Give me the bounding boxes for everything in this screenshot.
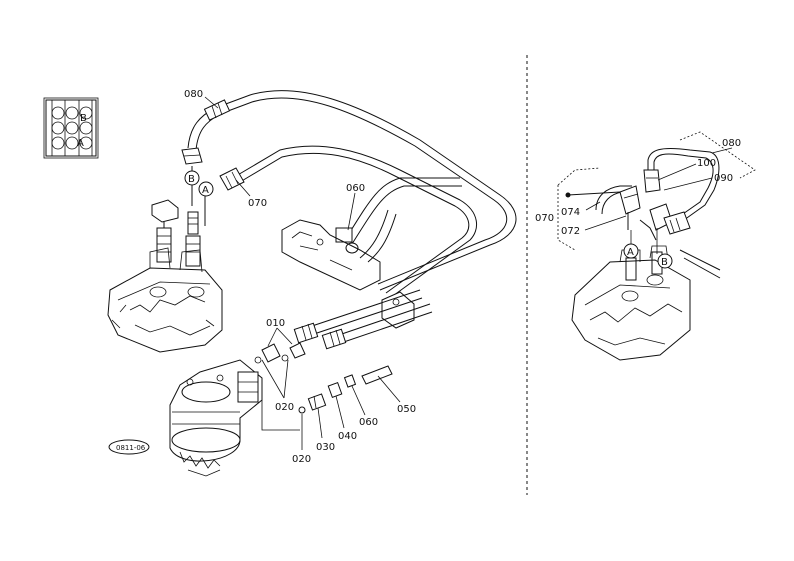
key-legend: B A (43, 97, 99, 159)
adapters-010 (254, 342, 306, 364)
left-fitting-stack-b (151, 166, 193, 263)
key-legend-a-label: A (77, 138, 84, 149)
hose-070-left (219, 145, 478, 299)
marker-b-left: B (184, 170, 200, 186)
callout-020-low: 020 (292, 454, 311, 465)
callout-030: 030 (316, 442, 335, 453)
callout-070-right: 070 (535, 213, 554, 224)
hose-bracket (281, 219, 381, 291)
marker-a-right: A (623, 243, 639, 259)
drawing-stamp: 0811-06 (108, 439, 150, 455)
marker-a-right-label: A (627, 247, 634, 258)
callout-070-left: 070 (248, 198, 267, 209)
callout-072: 072 (561, 226, 580, 237)
hose-080-left (181, 90, 517, 291)
right-pipe-assembly (565, 147, 721, 279)
callout-040: 040 (338, 431, 357, 442)
marker-a-left-label: A (202, 185, 209, 196)
hydraulic-motor (169, 359, 300, 477)
callout-050: 050 (397, 404, 416, 415)
marker-b-left-label: B (188, 174, 195, 185)
key-legend-b-label: B (80, 113, 87, 124)
control-valve-left (107, 247, 223, 353)
hoses-to-motor (293, 289, 433, 350)
fitting-chain-bottom (298, 365, 393, 414)
callout-080-right: 080 (722, 138, 741, 149)
callout-010: 010 (266, 318, 285, 329)
callout-090: 090 (714, 173, 733, 184)
callout-080-left: 080 (184, 89, 203, 100)
callout-020-mid: 020 (275, 402, 294, 413)
marker-b-right-label: B (661, 257, 668, 268)
hose-clamp (381, 291, 415, 329)
callout-100: 100 (697, 158, 716, 169)
callout-060-top: 060 (346, 183, 365, 194)
marker-a-left: A (198, 181, 214, 197)
stamp-code: 0811-06 (116, 444, 146, 452)
left-fitting-stack-a (185, 196, 206, 267)
callout-labels: 080 070 060 010 020 020 030 040 060 050 … (184, 89, 741, 465)
callout-074: 074 (561, 207, 580, 218)
leader-lines (204, 96, 733, 450)
right-group-brackets (557, 131, 756, 251)
control-valve-right (571, 245, 691, 361)
marker-b-right: B (657, 253, 673, 269)
callout-060-low: 060 (359, 417, 378, 428)
